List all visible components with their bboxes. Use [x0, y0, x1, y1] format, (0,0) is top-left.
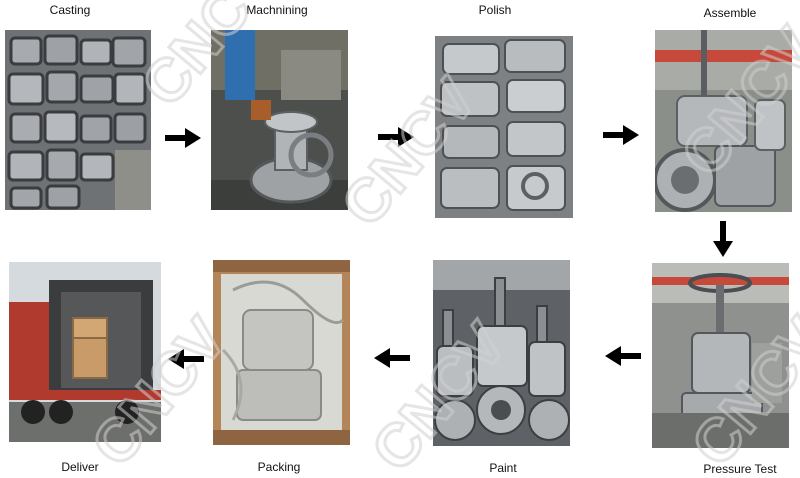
- step-label-machining: Machnining: [246, 3, 308, 17]
- step-label-assemble: Assemble: [703, 6, 757, 20]
- arrow-left-icon: [605, 346, 641, 366]
- arrow-left-icon: [168, 349, 204, 369]
- paint-photo: [433, 260, 570, 446]
- assemble-photo: [655, 30, 792, 212]
- step-label-polish: Polish: [478, 3, 512, 17]
- arrow-right-icon: [378, 127, 414, 147]
- step-label-paint: Paint: [489, 461, 517, 475]
- arrow-right-icon: [165, 128, 201, 148]
- arrow-left-icon: [374, 348, 410, 368]
- step-label-deliver: Deliver: [61, 460, 99, 474]
- machining-photo: [211, 30, 348, 210]
- step-label-packing: Packing: [257, 460, 301, 474]
- deliver-photo: [9, 262, 161, 442]
- arrow-down-icon: [713, 221, 733, 257]
- arrow-right-icon: [603, 125, 639, 145]
- packing-photo: [213, 260, 350, 445]
- step-label-pressure-test: Pressure Test: [703, 462, 777, 476]
- casting-photo: [5, 30, 151, 210]
- polish-photo: [435, 36, 573, 218]
- pressure-test-photo: [652, 263, 789, 448]
- step-label-casting: Casting: [49, 3, 91, 17]
